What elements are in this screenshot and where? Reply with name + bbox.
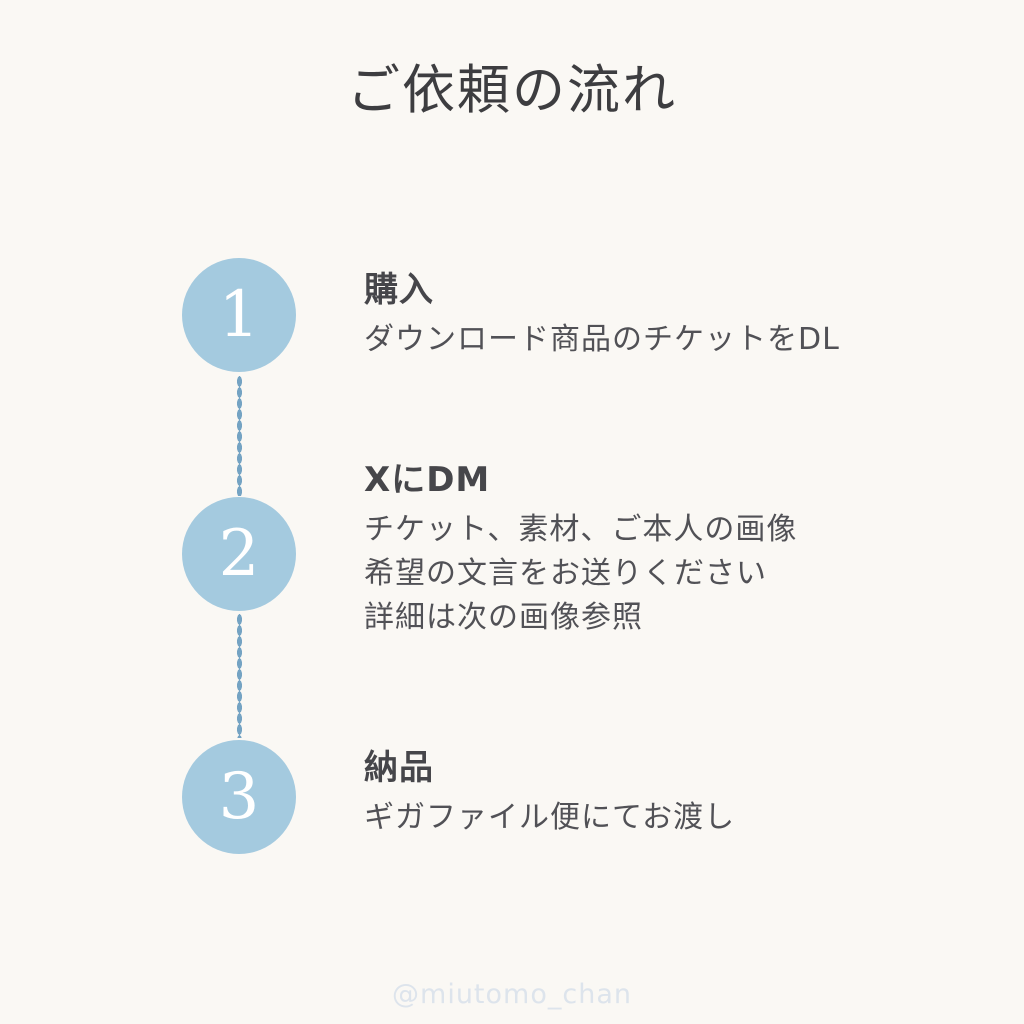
step-2-body-line: 詳細は次の画像参照	[364, 600, 643, 636]
step-2-body-line: 希望の文言をお送りください	[364, 556, 767, 592]
step-3-body-line: ギガファイル便にてお渡し	[364, 800, 736, 836]
step-3-body: ギガファイル便にてお渡し	[364, 796, 735, 840]
step-1-body-line: ダウンロード商品のチケットをDL	[364, 322, 840, 358]
dotted-connector-1	[237, 376, 242, 496]
step-3-heading: 納品	[364, 748, 434, 788]
step-2-circle: 2	[182, 497, 296, 611]
step-1-body: ダウンロード商品のチケットをDL	[364, 318, 840, 362]
step-3-text: 納品 ギガファイル便にてお渡し	[364, 746, 735, 840]
step-3-number: 3	[218, 760, 260, 834]
step-1-text: 購入 ダウンロード商品のチケットをDL	[364, 268, 840, 362]
step-1-heading: 購入	[364, 270, 434, 310]
step-2-heading: XにDM	[364, 460, 491, 500]
step-2-text: XにDM チケット、素材、ご本人の画像 希望の文言をお送りください 詳細は次の画…	[364, 458, 797, 640]
dotted-connector-2	[237, 614, 242, 738]
step-2-body-line: チケット、素材、ご本人の画像	[364, 512, 798, 548]
step-3-circle: 3	[182, 740, 296, 854]
step-2-number: 2	[218, 517, 260, 591]
page-title: ご依頼の流れ	[347, 60, 677, 121]
step-2-body: チケット、素材、ご本人の画像 希望の文言をお送りください 詳細は次の画像参照	[364, 508, 797, 640]
step-1-number: 1	[218, 278, 260, 352]
footer-handle: @miutomo_chan	[392, 979, 632, 1010]
step-1-circle: 1	[182, 258, 296, 372]
